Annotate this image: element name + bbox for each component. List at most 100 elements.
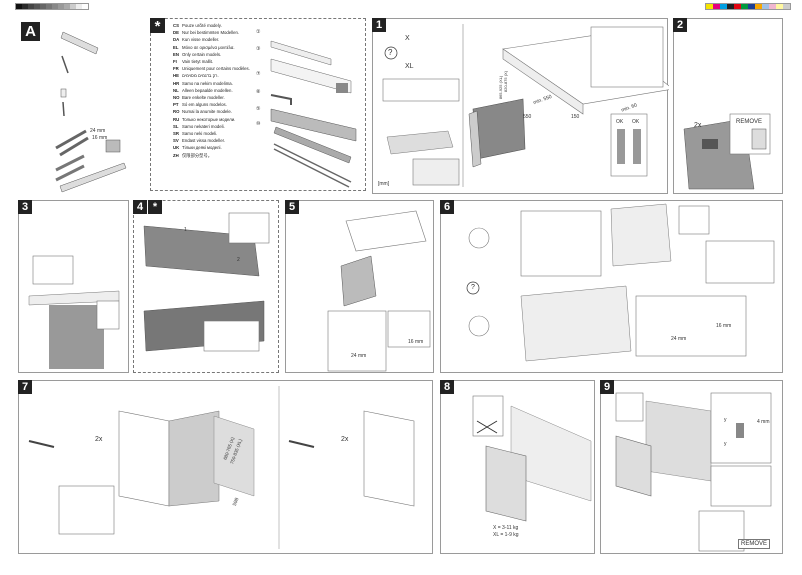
language-code: FI (173, 59, 177, 65)
language-code: SL (173, 123, 179, 129)
count-2x: 2x (694, 122, 702, 129)
step-3-badge: 3 (18, 200, 32, 214)
variant-x: X (405, 35, 410, 42)
language-text: רק בדגמים מסוימים. (182, 73, 219, 79)
wrench-16mm-label: 16 mm (408, 339, 424, 345)
language-text: Vain tietyt mallit. (182, 59, 213, 65)
variant-xl: XL (405, 63, 414, 70)
language-code: PT (173, 102, 179, 108)
language-text: Samo neki modeli. (182, 131, 218, 137)
language-text: Samo nekateri modeli. (182, 123, 225, 129)
language-code: NL (173, 87, 179, 93)
niche-dimensions-illustration (382, 24, 669, 187)
language-text: Only certain models. (182, 51, 222, 57)
language-code: UK (173, 145, 180, 151)
remove-cover-illustration (683, 113, 771, 190)
language-text: Тільки деякі моделі. (182, 145, 222, 151)
step-4-star: * (148, 200, 162, 214)
rear-foot-adjust-illustration (466, 203, 775, 362)
step-6-badge: 6 (440, 200, 454, 214)
step-8-badge: 8 (440, 380, 454, 394)
language-code: RO (173, 109, 180, 115)
language-code: SR (173, 131, 179, 137)
language-code: NO (173, 95, 180, 101)
language-code: RU (173, 116, 180, 122)
step-5-badge: 5 (285, 200, 299, 214)
count-2x: 2x (95, 436, 103, 443)
install-steam-protection-illustration (143, 212, 270, 352)
language-text: Bare enkelte modeller. (182, 95, 225, 101)
dim-height: 150 (571, 114, 580, 120)
height-adjust-illustration (327, 210, 431, 372)
wrench-size-small: 16 mm (92, 135, 108, 141)
step-5-panel: 5 24 mm 16 mm (285, 200, 434, 373)
language-text: Kun visse modeller. (182, 37, 220, 43)
step-1-panel: 1 ? X XL [mm] min. 550 550 150 min. 60 8… (372, 18, 669, 194)
language-code: FR (173, 66, 179, 72)
language-text: Só em alguns modelos. (182, 102, 227, 108)
part-number-7: ⑦ (256, 71, 261, 77)
step-2-panel: 2 2x REMOVE (673, 18, 783, 194)
size-question: ? (388, 48, 393, 57)
wrench-size-large: 24 mm (90, 128, 106, 134)
part-number-3: ③ (256, 46, 261, 52)
language-code: ZH (173, 152, 179, 158)
language-text: Numai la anumite modele. (182, 109, 232, 115)
step-4-panel: 4 * 1 2 (133, 200, 279, 373)
language-code: HE (173, 73, 179, 79)
step-2-badge: 2 (673, 18, 687, 32)
ok-label-1: OK (616, 119, 624, 125)
accessory-parts-illustration (270, 40, 357, 188)
color-calibration-bar (705, 3, 791, 10)
grayscale-calibration-bar (15, 3, 89, 10)
niche-height-x: 820-875 (X) (503, 70, 509, 93)
language-code: DE (173, 30, 179, 36)
language-text: Uniquement pour certains modèles. (182, 66, 250, 72)
part-number-5: ⑤ (256, 106, 261, 112)
language-text: Только некоторые модели. (182, 116, 236, 122)
language-text: Alleen bepaalde modellen. (182, 87, 233, 93)
language-code: CS (173, 23, 179, 28)
language-text: Μόνο σε ορισμένα μοντέλα. (182, 44, 235, 50)
step-7-badge: 7 (18, 380, 32, 394)
language-text: Nur bei bestimmten Modellen. (182, 30, 240, 36)
star-badge: * (150, 18, 165, 35)
remove-label: REMOVE (738, 539, 771, 549)
callout-1: 1 (184, 227, 187, 233)
step-3-panel: 3 (18, 200, 129, 373)
weight-x: X = 3-11 kg (493, 525, 519, 531)
part-number-8: ⑧ (256, 89, 261, 95)
question-mark: ? (471, 284, 475, 291)
mount-protection-strip-illustration (28, 255, 120, 369)
step-7-panel: 7 2x 2x 680-765 (X) 750-835 (XL) 598 (18, 380, 433, 554)
step-9-badge: 9 (600, 380, 614, 394)
step-1-badge: 1 (372, 18, 386, 32)
furniture-panel-prep-illustration (28, 386, 415, 549)
remove-label: REMOVE (736, 119, 763, 125)
part-number-1: ① (256, 29, 261, 35)
ok-label-2: OK (632, 119, 640, 125)
wrench-24mm-label: 24 mm (351, 353, 367, 359)
niche-height-xl: 865-925 (XL) (498, 75, 504, 100)
wrench-24mm-label: 24 mm (671, 336, 687, 342)
language-text: Pouze určité modely. (182, 23, 222, 28)
hang-panel-illustration (472, 395, 592, 522)
